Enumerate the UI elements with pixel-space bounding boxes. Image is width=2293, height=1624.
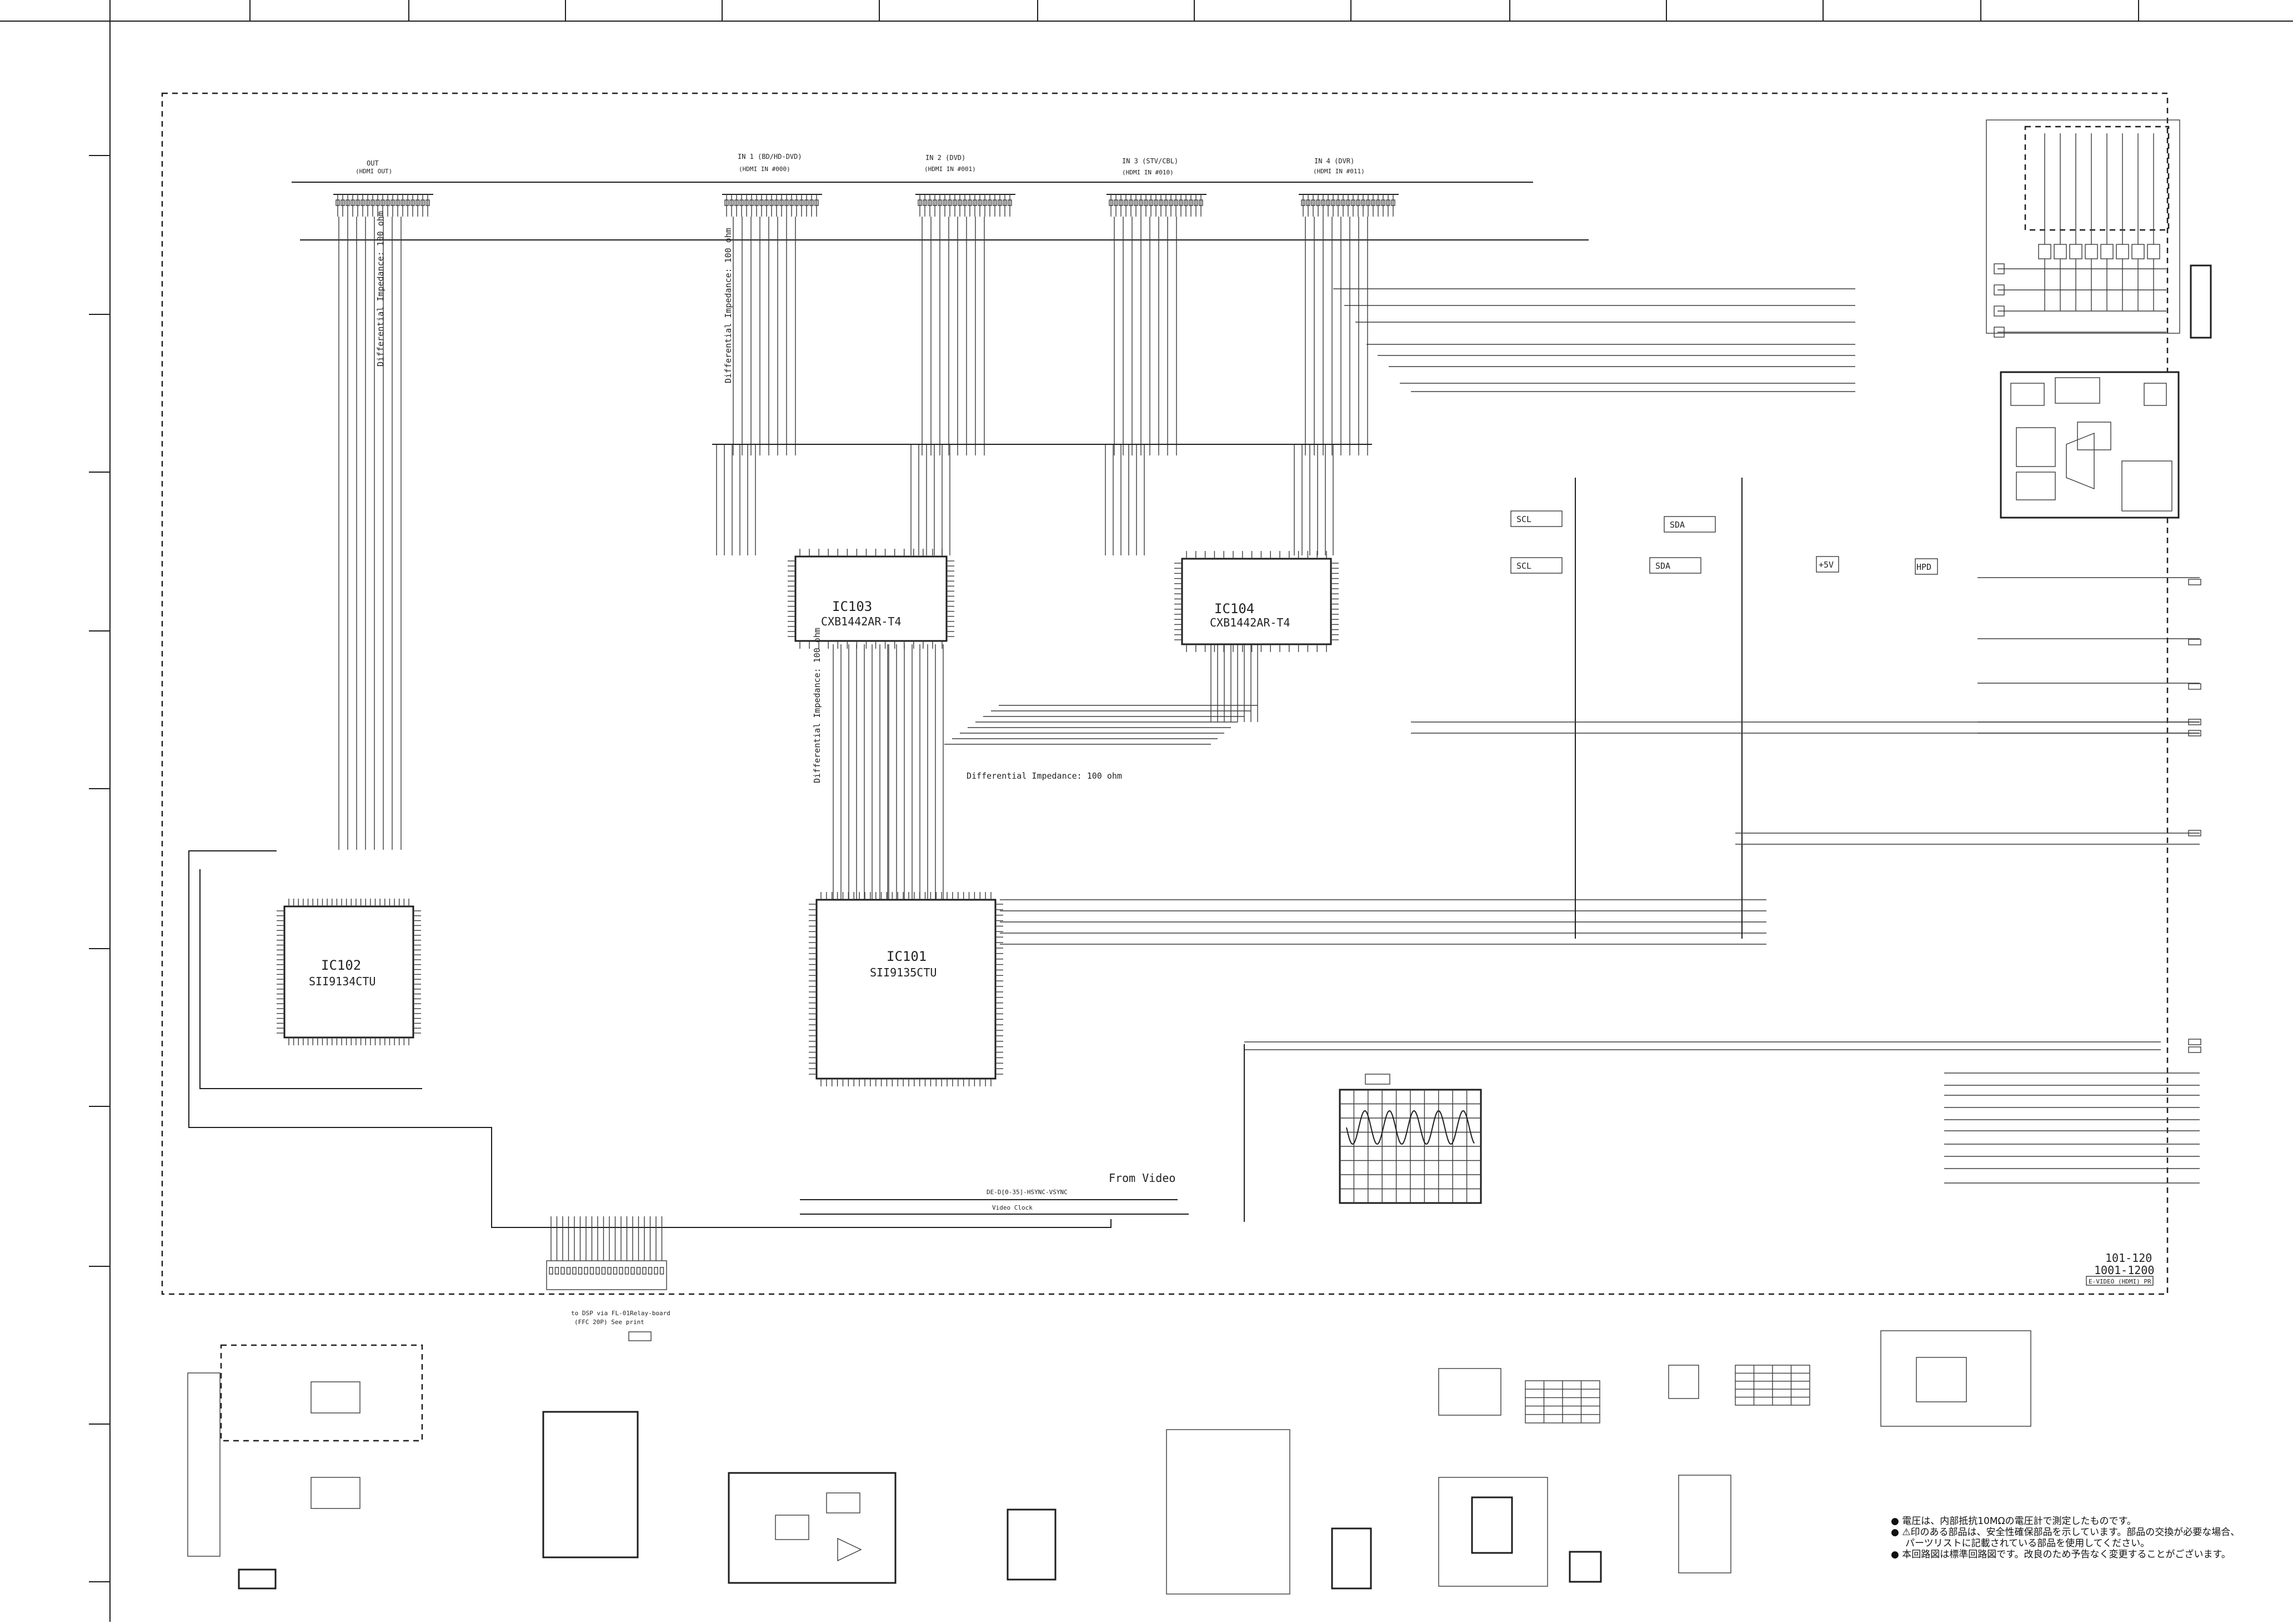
- connector-sub: (HDMI IN #000): [739, 166, 790, 173]
- ic104-label: IC104: [1214, 601, 1254, 616]
- connector-title: IN 3 (STV/CBL): [1122, 157, 1178, 165]
- signal-tag: SCL: [1516, 514, 1531, 524]
- impedance-note: Differential Impedance: 100 ohm: [967, 771, 1122, 781]
- to-dsp-sub: (FFC 20P) See print: [574, 1319, 644, 1326]
- signal-bundles: [338, 217, 1372, 900]
- note-line: パーツリストに記載されている部品を使用してください。: [1905, 1537, 2150, 1549]
- signal-tag: SCL: [1516, 561, 1531, 571]
- signal-tag: +5V: [1819, 560, 1834, 570]
- signal-tag: SDA: [1655, 561, 1670, 571]
- routing-lines: [1000, 288, 2200, 1222]
- signal-tags: SCL SDA SCL SDA +5V HPD: [1510, 510, 1938, 575]
- page-range-2: 1001-1200: [2094, 1264, 2154, 1277]
- output-stubs: [2188, 579, 2201, 1053]
- bottom-ic-symbols: [187, 1330, 2031, 1595]
- ic104-chip: IC104 CXB1442AR-T4: [1174, 551, 1339, 652]
- from-video-label: From Video: [1109, 1171, 1175, 1185]
- impedance-note: Differential Impedance: 100 ohm: [723, 228, 733, 383]
- connector-title: OUT: [367, 159, 379, 167]
- main-board-boundary: [161, 92, 2169, 1295]
- video-clock-label: Video Clock: [992, 1204, 1033, 1211]
- ic101-part: SII9135CTU: [870, 966, 937, 979]
- ffc-connector: to DSP via FL-01Relay-board (FFC 20P) Se…: [546, 1216, 670, 1341]
- connector-sub: (HDMI IN #010): [1122, 169, 1174, 176]
- connector-title: IN 2 (DVD): [925, 154, 965, 162]
- note-line: ● ⚠印のある部品は、安全性確保部品を示しています。部品の交換が必要な場合、: [1891, 1527, 2240, 1538]
- hdmi-connectors: OUT (HDMI OUT) IN 1 (BD/HD-DVD) (HDMI IN…: [333, 153, 1399, 217]
- ic101-chip: IC101 SII9135CTU: [809, 892, 1003, 1086]
- connector-title: IN 4 (DVR): [1314, 157, 1354, 165]
- notes-block: ● 電圧は、内部抵抗10MΩの電圧計で測定したものです。 ● ⚠印のある部品は、…: [1891, 1516, 2240, 1560]
- impedance-note: Differential Impedance: 100 ohm: [812, 628, 822, 783]
- ic101-label: IC101: [887, 949, 927, 964]
- page-range: 101-120: [2105, 1251, 2152, 1265]
- note-line: ● 本回路図は標準回路図です。改良のため予告なく変更することがございます。: [1891, 1548, 2231, 1560]
- internal-block-diagram: [2000, 371, 2180, 519]
- oscilloscope-waveform: [1339, 1074, 1482, 1204]
- signal-tag: SDA: [1670, 520, 1685, 530]
- ic102-chip: IC102 SII9134CTU: [277, 899, 421, 1045]
- connector-sub: (HDMI OUT): [356, 168, 392, 175]
- signal-tag: HPD: [1916, 562, 1931, 572]
- connector-sub: (HDMI IN #001): [924, 166, 976, 173]
- note-line: ● 電圧は、内部抵抗10MΩの電圧計で測定したものです。: [1891, 1516, 2136, 1527]
- ic103-chip: IC103 CXB1442AR-T4: [788, 549, 954, 649]
- ic104-part: CXB1442AR-T4: [1210, 616, 1290, 629]
- to-dsp-label: to DSP via FL-01Relay-board: [571, 1310, 670, 1317]
- level-shifter-block: [1986, 119, 2212, 339]
- ic103-label: IC103: [832, 599, 872, 614]
- connector-title: IN 1 (BD/HD-DVD): [738, 153, 802, 161]
- connector-sub: (HDMI IN #011): [1313, 168, 1365, 175]
- ic103-part: CXB1442AR-T4: [821, 615, 902, 628]
- ic102-part: SII9134CTU: [309, 975, 376, 988]
- sheet-ref: E-VIDEO (HDMI) PR: [2089, 1278, 2151, 1285]
- impedance-note: Differential Impedance: 100 ohm: [376, 211, 385, 367]
- ic102-label: IC102: [321, 958, 361, 973]
- sync-signals-label: DE-D[0-35]-HSYNC-VSYNC: [987, 1189, 1068, 1196]
